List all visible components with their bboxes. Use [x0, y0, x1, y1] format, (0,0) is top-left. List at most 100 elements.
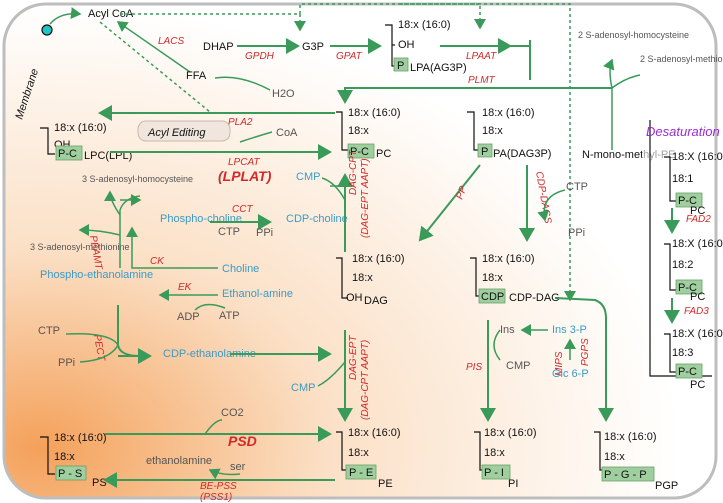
lpaat-enzyme: LPAAT [466, 51, 497, 62]
dag-chain1: 18:x (16:0) [352, 253, 405, 265]
cmp-curve-2 [317, 361, 346, 387]
pgps-arrow [554, 297, 614, 422]
desat-2-pc-box [675, 279, 703, 295]
ctp-label-2: CTP [218, 226, 240, 238]
lpa-chain1: 18:x (16:0) [398, 19, 451, 31]
ek-enzyme: EK [178, 282, 193, 293]
pa-chain1: 18:x (16:0) [482, 107, 535, 119]
fad3-enzyme: FAD3 [684, 306, 709, 317]
desat-3-chain1: 18:X (16:0) [672, 328, 723, 340]
pe-chain2: 18:x [348, 447, 369, 459]
h2o-arrow [214, 76, 271, 91]
desat-2-chain2: 18:2 [672, 259, 693, 271]
co2-curve [204, 419, 223, 435]
acylcoa-import-arrow [49, 7, 82, 25]
phosphocholine-label: Phospho-choline [160, 213, 242, 225]
lplat-enzyme: (LPLAT) [218, 168, 272, 184]
pa-backbone [467, 111, 480, 151]
cdp-ethanolamine-label: CDP-ethanolamine [163, 348, 256, 360]
acyl-editing-box [137, 120, 231, 142]
pc-pc-box [347, 143, 375, 159]
desat-2-pc-text: P-C [678, 282, 697, 294]
pect-enzyme: PECT [91, 334, 107, 363]
pa-p-box [477, 143, 493, 158]
peamt-methio-arrow [78, 224, 121, 237]
ppi-label-3: PPi [58, 357, 75, 369]
ps-box [55, 465, 87, 481]
pa-chain2: 18:x [482, 125, 503, 137]
dhap-label: DHAP [203, 41, 234, 53]
sam-methio-arrow [611, 74, 641, 89]
ck-enzyme: CK [150, 256, 165, 267]
sam-methionine-label: 2 S-adenosyl-methionin [640, 54, 723, 64]
lpcat-enzyme: LPCAT [228, 157, 260, 168]
cmp-label-1: CMP [296, 171, 320, 183]
acyl-editing-label: Acyl Editing [147, 127, 206, 139]
pi-box [481, 464, 511, 480]
cdpdag-label: CDP-DAG [509, 292, 560, 304]
transporter-dot [41, 24, 53, 36]
ffa-label: FFA [186, 70, 207, 82]
pe-chain1: 18:x (16:0) [348, 427, 401, 439]
pgp-box [601, 466, 655, 482]
pi-chain2: 18:x [484, 447, 505, 459]
pa-label: PA(DAG3P) [493, 148, 551, 160]
pgp-chain2: 18:x [604, 451, 625, 463]
pi-chain1: 18:x (16:0) [484, 427, 537, 439]
cdpdag-cdp-text: CDP [481, 291, 504, 303]
ctp-ppi-curve [537, 189, 566, 222]
ppi-label-2: PPi [256, 227, 273, 239]
pi-box-text: P - I [484, 467, 504, 479]
gpat-enzyme: GPAT [336, 51, 363, 62]
dag-backbone [336, 257, 348, 299]
pp-arrow [418, 164, 481, 242]
lpc-pc-box [55, 145, 83, 161]
desat-3-chain2: 18:3 [672, 347, 693, 359]
h2o-label: H2O [272, 88, 295, 100]
s3-methionine-label: 3 S-adenosyl-methionine [30, 242, 130, 252]
ins3p-label: Ins 3-P [552, 324, 587, 336]
sam-homocysteine-label: 2 S-adenosyl-homocysteine [578, 30, 689, 40]
ps-box-text: P - S [58, 468, 82, 480]
pe-backbone [336, 431, 348, 471]
dag-chain2: 18:x [352, 272, 373, 284]
ser-eth-curve [208, 468, 241, 480]
cdpdag-cdp-box [478, 288, 506, 304]
desaturation-title: Desaturation [646, 124, 720, 139]
desat-2-chain1: 18:X (16:0) [672, 238, 723, 250]
cdpdag-chain1: 18:x (16:0) [482, 253, 535, 265]
desat-1-chain2: 18:1 [672, 173, 693, 185]
pc-backbone [336, 111, 348, 151]
cdp-choline-label: CDP-choline [286, 213, 348, 225]
pc-chain1: 18:x (16:0) [348, 107, 401, 119]
cmp-label-2: CMP [291, 382, 315, 394]
pgp-chain1: 18:x (16:0) [604, 431, 657, 443]
dag-cpt-enzyme: DAG-CPT [348, 149, 359, 195]
cct-enzyme: CCT [232, 204, 253, 215]
pis-enzyme: PIS [466, 362, 482, 373]
psd-enzyme: PSD [228, 433, 257, 449]
desat-1-pc-box [675, 192, 703, 208]
cmp-label-3: CMP [506, 360, 530, 372]
dag-oh: OH [346, 292, 363, 304]
coa-label: CoA [276, 127, 298, 139]
lacs-enzyme: LACS [158, 36, 184, 47]
plmt-enzyme: PLMT [468, 75, 496, 86]
pi-label: PI [508, 478, 518, 490]
ethanolamine-lc-label: ethanolamine [146, 455, 212, 467]
gpdh-enzyme: GPDH [245, 51, 275, 62]
ck-arrow [126, 226, 218, 269]
dashed-to-cdpdag [400, 3, 576, 302]
ethanolamine-label: Ethanol-amine [222, 288, 293, 300]
ser-label: ser [230, 461, 246, 473]
desat-2-pc-label: PC [690, 291, 705, 303]
desat-3-pc-box [675, 363, 703, 379]
pe-box [345, 464, 377, 480]
dag-label: DAG [364, 295, 388, 307]
pc-pc-text: P-C [350, 146, 369, 158]
pp-enzyme: PP [454, 184, 469, 201]
s3-homocysteine-label: 3 S-adenosyl-homocysteine [82, 174, 193, 184]
plmt-arrow [337, 87, 612, 104]
